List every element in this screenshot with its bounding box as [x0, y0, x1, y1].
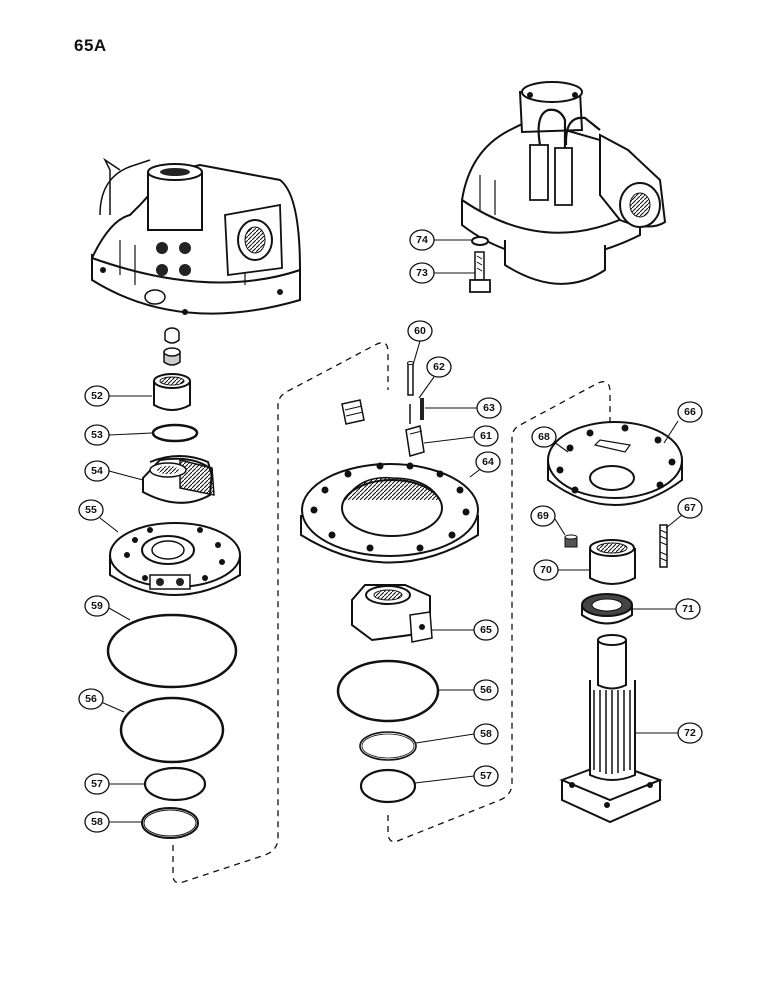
callout-58-left: 58: [91, 816, 103, 828]
snap-ring-53: [151, 423, 199, 443]
nut-part: [163, 347, 181, 366]
needle-bearing-70: [589, 539, 636, 585]
o-ring-56-center: [336, 659, 440, 723]
callout-53: 53: [91, 429, 103, 441]
callout-56-center: 56: [480, 684, 492, 696]
washer-74: [471, 236, 489, 246]
leader-lines: [99, 239, 683, 823]
callout-59: 59: [91, 600, 103, 612]
callout-64: 64: [482, 456, 494, 468]
vane-block-left: [341, 399, 365, 425]
callout-61: 61: [480, 430, 492, 442]
callout-70: 70: [540, 564, 552, 576]
roll-pin-60: [407, 361, 414, 396]
steering-assembly: [460, 81, 667, 285]
page-number: 65A: [74, 36, 107, 55]
callout-55: 55: [85, 504, 97, 516]
cover-plate-55: [109, 522, 241, 596]
callout-52: 52: [91, 390, 103, 402]
oil-seal-71: [581, 593, 633, 625]
callout-73: 73: [416, 267, 428, 279]
callout-58-center: 58: [480, 728, 492, 740]
sector-gear-54: [142, 455, 215, 504]
rotor-65: [351, 584, 433, 643]
callout-66: 66: [684, 406, 696, 418]
stator-ring-64: [300, 462, 479, 564]
callout-65: 65: [480, 624, 492, 636]
steering-housing: [90, 157, 302, 315]
o-ring-57-left: [143, 766, 207, 802]
bolt-73: [469, 251, 491, 293]
o-ring-59: [106, 613, 238, 689]
dashed-group-line-right: [387, 381, 611, 843]
callout-69: 69: [537, 510, 549, 522]
callout-56-left: 56: [85, 693, 97, 705]
plug-part: [164, 327, 180, 344]
callout-57-center: 57: [480, 770, 492, 782]
output-shaft-72: [559, 634, 663, 824]
plug-69: [564, 534, 578, 548]
callout-circles: [78, 229, 703, 833]
callout-54: 54: [91, 465, 103, 477]
callout-67: 67: [684, 502, 696, 514]
callout-60: 60: [414, 325, 426, 337]
stud-67: [659, 524, 668, 568]
o-ring-57-center: [359, 768, 417, 804]
vane-61: [405, 425, 425, 457]
callout-62: 62: [433, 361, 445, 373]
callout-68: 68: [538, 431, 550, 443]
end-cap-68: [547, 421, 683, 506]
callout-57-left: 57: [91, 778, 103, 790]
callout-63: 63: [483, 402, 495, 414]
callout-74: 74: [416, 234, 428, 246]
callout-71: 71: [682, 603, 694, 615]
needle-bearing-52: [153, 373, 191, 411]
callout-72: 72: [684, 727, 696, 739]
spring-63: [420, 398, 424, 420]
backup-ring-58-center: [359, 731, 417, 761]
backup-ring-58-left: [141, 807, 199, 839]
o-ring-56-left: [119, 696, 225, 764]
